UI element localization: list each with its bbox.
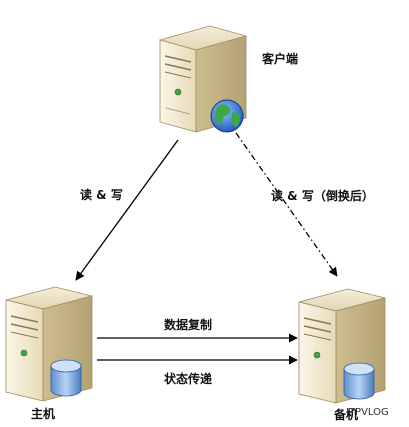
data-replication-label: 数据复制	[164, 318, 213, 332]
globe-icon	[210, 99, 244, 133]
client-to-master-label: 读 & 写	[80, 188, 123, 202]
state-transfer-label: 状态传递	[164, 372, 213, 386]
master-database-icon	[50, 359, 82, 397]
client-to-standby-label: 读 & 写（倒换后）	[271, 189, 374, 203]
standby-database-icon	[343, 362, 375, 400]
master-label: 主机	[31, 407, 56, 421]
client-to-master-arrow	[75, 139, 179, 281]
client-to-standby-arrow	[235, 132, 338, 277]
standby-label: 备机	[334, 408, 359, 422]
client-label: 客户端	[262, 52, 299, 66]
watermark-text: ITPVLOG	[346, 407, 389, 418]
